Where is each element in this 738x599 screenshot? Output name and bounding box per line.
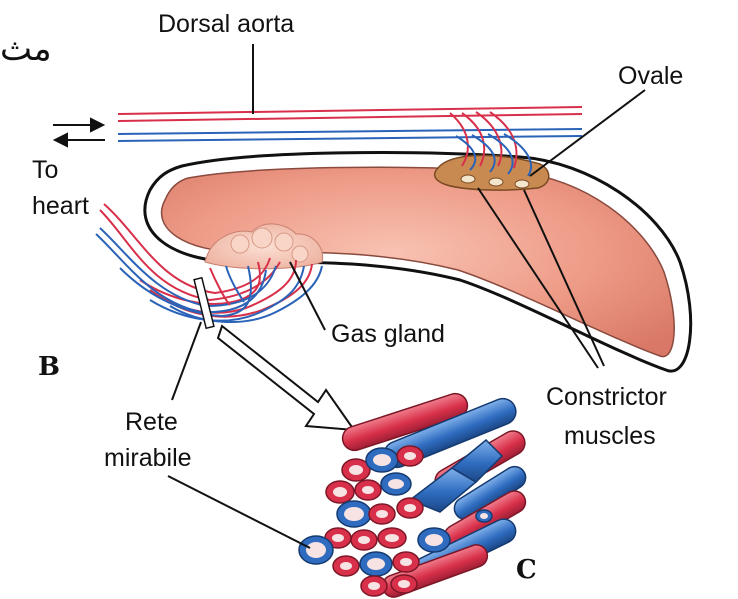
leader-rete-top xyxy=(172,322,201,400)
panel-b-label: B xyxy=(38,352,60,382)
dorsal-aorta-vessel xyxy=(118,107,582,121)
arabic-fragment-label: مث xyxy=(0,29,52,69)
ovale-label: Ovale xyxy=(618,62,683,90)
constrictor-muscles-label-line2: muscles xyxy=(564,422,656,450)
leader-rete-bottom xyxy=(168,476,310,548)
panel-c-label: C xyxy=(516,555,537,585)
rete-mirabile-label-line2: mirabile xyxy=(104,444,192,472)
to-heart-label-line1: To xyxy=(32,156,58,184)
dorsal-aorta-label: Dorsal aorta xyxy=(158,10,294,38)
double-arrow-icon xyxy=(53,119,105,146)
constrictor-muscles-label-line1: Constrictor xyxy=(546,383,667,411)
gas-gland-label: Gas gland xyxy=(331,320,445,348)
to-heart-label-line2: heart xyxy=(32,192,89,220)
rete-mirabile-label-line1: Rete xyxy=(125,408,178,436)
leader-ovale xyxy=(530,90,645,176)
